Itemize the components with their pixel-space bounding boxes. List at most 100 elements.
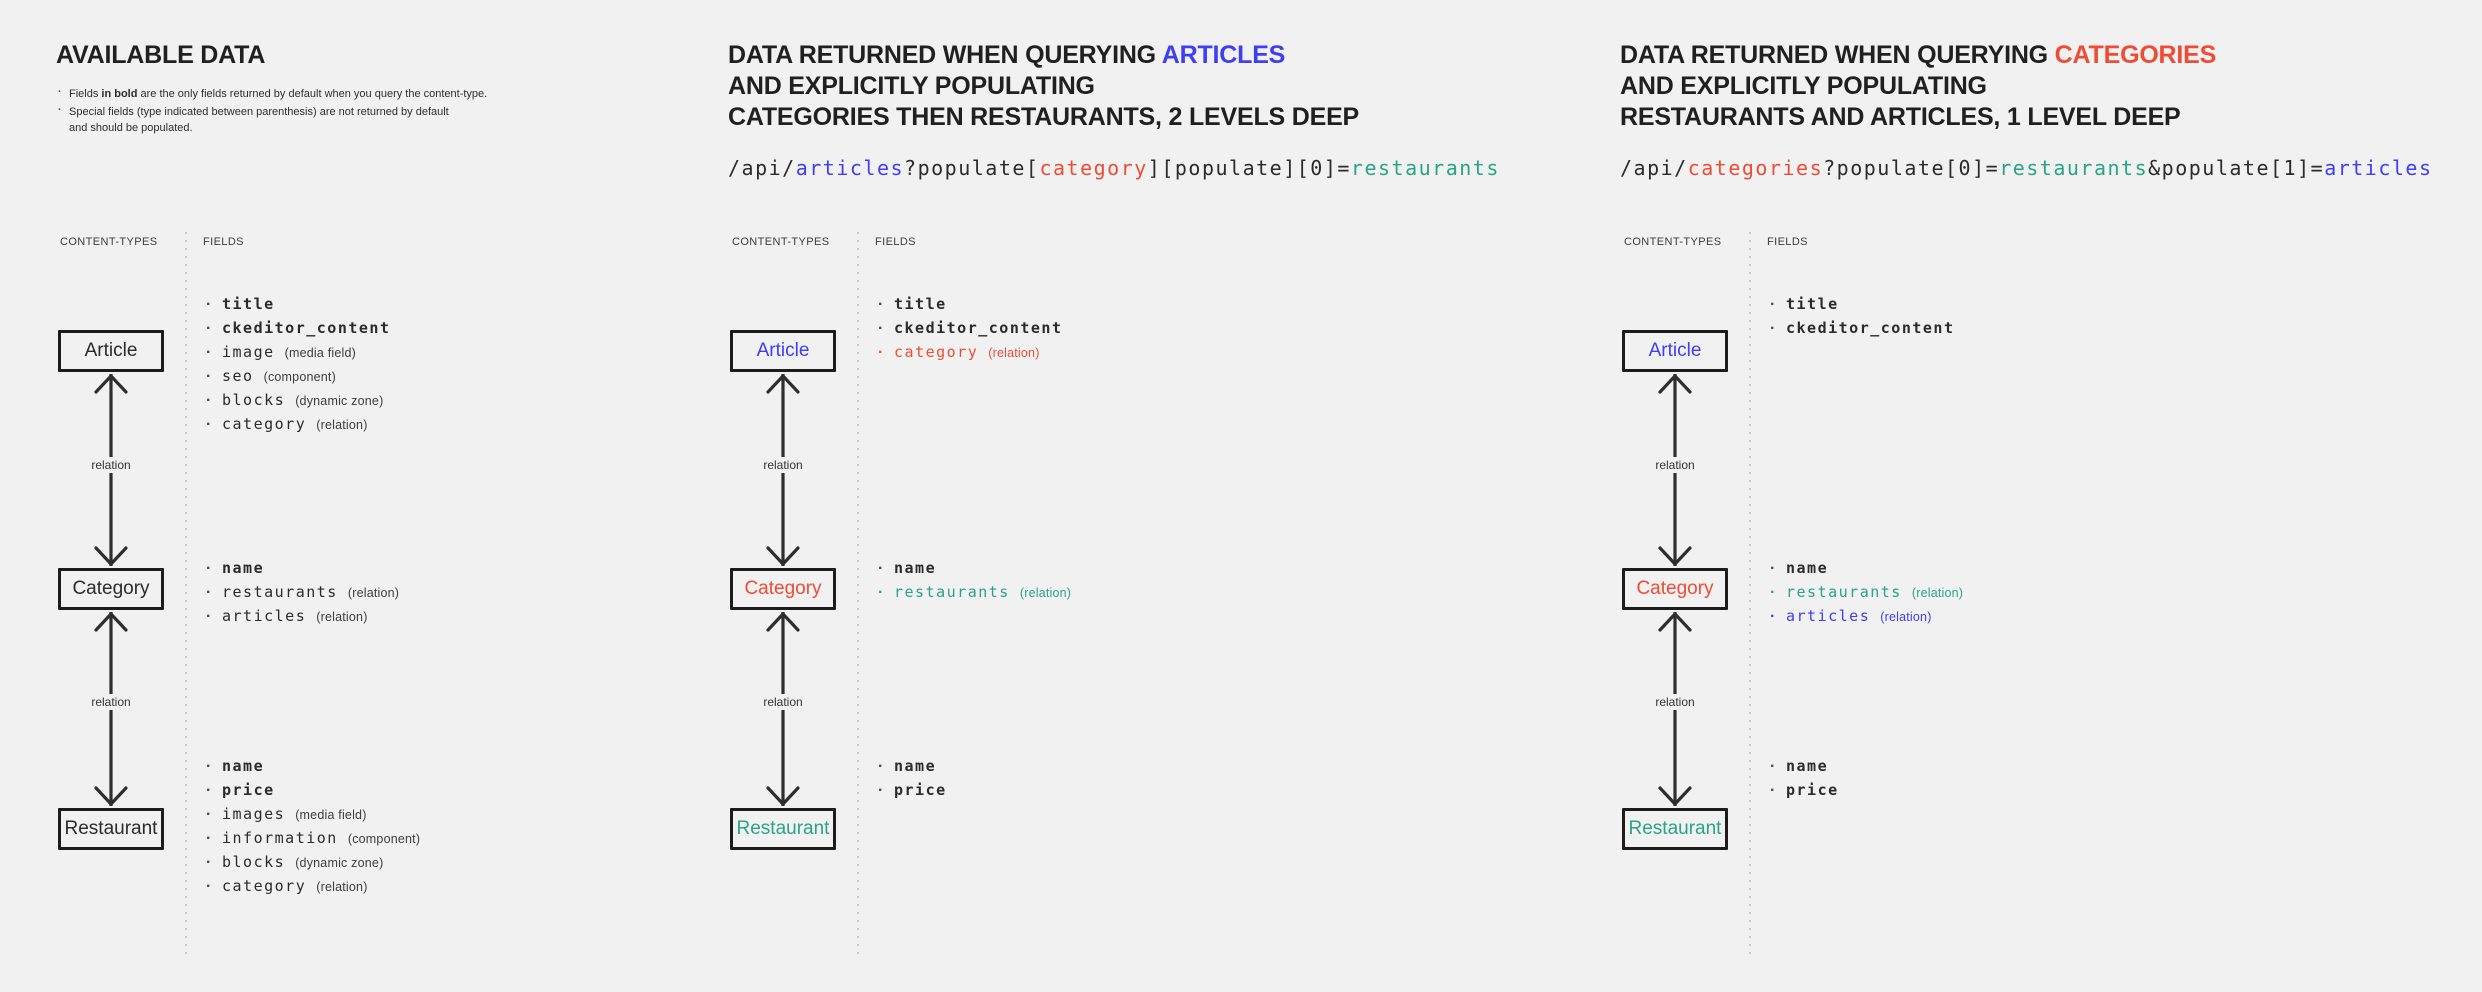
content-type-label: Article bbox=[756, 340, 810, 361]
field-row: category (relation) bbox=[206, 874, 420, 898]
content-type-label: Restaurant bbox=[1628, 818, 1722, 839]
field-type: (relation) bbox=[316, 418, 368, 432]
field-name: restaurants bbox=[222, 583, 338, 601]
field-name: information bbox=[222, 829, 338, 847]
fields-list-category: namerestaurants(relation) bbox=[878, 556, 1071, 604]
field-row: blocks(dynamic zone) bbox=[206, 388, 391, 412]
relation-label: relation bbox=[758, 457, 808, 473]
content-types-label: CONTENT-TYPES bbox=[732, 236, 830, 248]
fields-list-restaurant: namepriceimages(media field)information(… bbox=[206, 754, 420, 898]
api-url-segment: &populate[1]= bbox=[2148, 156, 2325, 180]
note-text-lines: Fields in bold are the only fields retur… bbox=[69, 86, 487, 102]
field-row: ckeditor_content bbox=[878, 316, 1063, 340]
field-name: category bbox=[222, 877, 307, 895]
field-name: seo bbox=[222, 367, 254, 385]
field-name: name bbox=[894, 559, 937, 577]
content-type-label: Restaurant bbox=[736, 818, 830, 839]
field-type: (dynamic zone) bbox=[295, 394, 384, 408]
field-name: restaurants bbox=[1786, 583, 1902, 601]
field-row: name bbox=[1770, 754, 1839, 778]
notes-list: Fields in bold are the only fields retur… bbox=[58, 86, 487, 138]
field-name: title bbox=[1786, 295, 1839, 313]
title-text: AND EXPLICITLY POPULATING bbox=[1620, 72, 1987, 100]
note-text-lines: Special fields (type indicated between p… bbox=[69, 104, 449, 136]
title-text: AVAILABLE DATA bbox=[56, 41, 266, 69]
fields-label: FIELDS bbox=[1767, 236, 1808, 248]
title-text: RESTAURANTS AND ARTICLES, 1 LEVEL DEEP bbox=[1620, 103, 2181, 131]
field-name: price bbox=[1786, 781, 1839, 799]
field-row: price bbox=[1770, 778, 1839, 802]
api-url-segment: ][populate][0]= bbox=[1147, 156, 1351, 180]
field-type: (relation) bbox=[316, 610, 368, 624]
field-name: category bbox=[894, 343, 979, 361]
field-name: ckeditor_content bbox=[222, 319, 391, 337]
relation-label: relation bbox=[1650, 457, 1700, 473]
field-row: price bbox=[206, 778, 420, 802]
title-text: ARTICLES bbox=[1161, 41, 1286, 69]
fields-list-restaurant: name price bbox=[878, 754, 947, 802]
bullet-icon bbox=[1770, 581, 1786, 605]
api-url-segment: restaurants bbox=[1999, 156, 2149, 180]
panel-title-line: DATA RETURNED WHEN QUERYING CATEGORIES bbox=[1620, 40, 2216, 71]
field-row: name bbox=[1770, 556, 1963, 580]
content-type-label: Restaurant bbox=[64, 818, 158, 839]
note-line: Special fields (type indicated between p… bbox=[69, 104, 449, 120]
content-types-label: CONTENT-TYPES bbox=[1624, 236, 1722, 248]
panel-title-line: RESTAURANTS AND ARTICLES, 1 LEVEL DEEP bbox=[1620, 102, 2216, 133]
content-types-label: CONTENT-TYPES bbox=[60, 236, 158, 248]
fields-label: FIELDS bbox=[875, 236, 916, 248]
content-type-label: Category bbox=[744, 578, 822, 599]
api-url-segment: articles bbox=[795, 156, 905, 180]
field-row: restaurants(relation) bbox=[1770, 580, 1963, 604]
field-row: blocks(dynamic zone) bbox=[206, 850, 420, 874]
note-text: and should be populated. bbox=[69, 122, 193, 134]
field-type: (relation) bbox=[316, 880, 368, 894]
bullet-icon bbox=[1770, 557, 1786, 581]
field-row: images(media field) bbox=[206, 802, 420, 826]
fields-list-article: title ckeditor_content bbox=[1770, 292, 1955, 340]
content-type-label: Article bbox=[1648, 340, 1702, 361]
field-type: (media field) bbox=[284, 346, 357, 360]
content-type-box-restaurant: Restaurant bbox=[1622, 808, 1728, 850]
dotted-divider bbox=[1749, 232, 1751, 959]
relation-label: relation bbox=[86, 457, 136, 473]
content-type-label: Category bbox=[1636, 578, 1714, 599]
title-text: DATA RETURNED WHEN QUERYING bbox=[728, 41, 1162, 69]
field-name: name bbox=[1786, 559, 1829, 577]
field-type: (media field) bbox=[295, 808, 367, 822]
field-row: name bbox=[878, 754, 947, 778]
content-type-box-article: Article bbox=[730, 330, 836, 372]
panel-title: DATA RETURNED WHEN QUERYING ARTICLES AND … bbox=[728, 40, 1359, 133]
field-row: ckeditor_content bbox=[206, 316, 391, 340]
api-url-segment: category bbox=[1039, 156, 1148, 180]
field-name: articles bbox=[1786, 607, 1871, 625]
content-type-box-category: Category bbox=[58, 568, 164, 610]
content-type-box-restaurant: Restaurant bbox=[58, 808, 164, 850]
field-name: ckeditor_content bbox=[1786, 319, 1955, 337]
field-name: title bbox=[222, 295, 275, 313]
field-row: name bbox=[206, 556, 399, 580]
content-type-box-restaurant: Restaurant bbox=[730, 808, 836, 850]
title-text: CATEGORIES bbox=[2054, 41, 2217, 69]
field-name: restaurants bbox=[894, 583, 1010, 601]
note-text: in bold bbox=[101, 88, 138, 100]
title-text: AND EXPLICITLY POPULATING bbox=[728, 72, 1095, 100]
bullet-icon bbox=[1770, 293, 1786, 317]
fields-list-article: titleckeditor_contentcategory(relation) bbox=[878, 292, 1063, 364]
field-type: (relation) bbox=[1880, 610, 1932, 624]
api-url-segment: articles bbox=[2324, 156, 2433, 180]
note-text: Fields bbox=[69, 88, 102, 100]
relation-label: relation bbox=[86, 694, 136, 710]
field-type: (relation) bbox=[988, 346, 1040, 360]
title-text: CATEGORIES THEN RESTAURANTS, 2 LEVELS DE… bbox=[728, 103, 1360, 131]
field-name: price bbox=[222, 781, 275, 799]
field-type: (component) bbox=[263, 370, 336, 384]
field-type: (relation) bbox=[347, 586, 400, 600]
dotted-divider bbox=[185, 232, 187, 959]
field-name: price bbox=[894, 781, 947, 799]
field-name: articles bbox=[222, 607, 307, 625]
bullet-icon bbox=[1770, 317, 1786, 341]
